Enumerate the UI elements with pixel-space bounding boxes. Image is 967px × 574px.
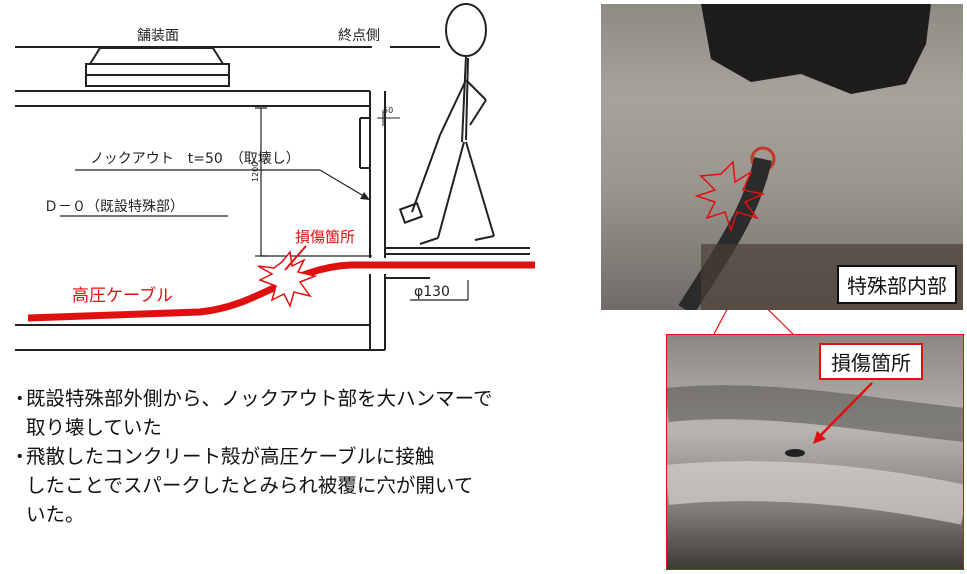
knockout-label: ノックアウト t=50 （取壊し） bbox=[90, 151, 300, 167]
photo-bottom-content bbox=[667, 382, 963, 525]
photo-top-label: 特殊部内部 bbox=[837, 265, 957, 304]
damage-location-label: 損傷箇所 bbox=[295, 228, 355, 246]
note-line: 飛散したコンクリート殻が高圧ケーブルに接触 bbox=[26, 445, 435, 468]
note-line: したことでスパークしたとみられ被覆に穴が開いて bbox=[26, 474, 474, 497]
dimension-small bbox=[377, 110, 400, 126]
cable-closeup-lower bbox=[667, 461, 963, 525]
damage-pointer-arrow bbox=[816, 382, 873, 440]
damage-hole bbox=[785, 449, 805, 457]
note-bullet: ・ bbox=[10, 387, 30, 410]
damage-burst-icon bbox=[257, 250, 318, 309]
note-line: 既設特殊部外側から、ノックアウト部を大ハンマーで bbox=[26, 387, 493, 410]
photo-bottom-label: 損傷箇所 bbox=[819, 343, 923, 380]
dimension-line bbox=[255, 107, 372, 257]
photo-special-section-interior: 特殊部内部 bbox=[601, 4, 963, 310]
notes-list: ・ 既設特殊部外側から、ノックアウト部を大ハンマーで 取り壊していた ・ 飛散し… bbox=[6, 384, 646, 529]
pipe-diameter-label: φ130 bbox=[414, 284, 450, 300]
note-item: ・ 飛散したコンクリート殻が高圧ケーブルに接触 したことでスパークしたとみられ被… bbox=[6, 442, 646, 529]
leader-lines bbox=[60, 169, 469, 301]
damage-pointer-arrow-head bbox=[813, 431, 826, 444]
structure bbox=[15, 46, 530, 351]
pavement-slab bbox=[85, 47, 230, 87]
note-item: ・ 既設特殊部外側から、ノックアウト部を大ハンマーで 取り壊していた bbox=[6, 384, 646, 442]
note-bullet: ・ bbox=[10, 445, 30, 468]
cable-closeup-upper bbox=[667, 385, 963, 442]
cable-label: 高圧ケーブル bbox=[72, 285, 173, 306]
cable-in-photo bbox=[678, 157, 772, 310]
dimension-small-text: 50 bbox=[383, 106, 393, 115]
pavement-label: 舗装面 bbox=[137, 28, 179, 44]
damage-arrow bbox=[284, 245, 307, 271]
endpoint-label: 終点側 bbox=[338, 28, 380, 44]
worker-figure bbox=[411, 3, 495, 245]
wall-opening bbox=[701, 4, 931, 94]
dimension-height: 1200 bbox=[251, 162, 260, 182]
burst-marker-icon bbox=[694, 160, 766, 233]
existing-section-label: Ｄ－０（既設特殊部） bbox=[44, 199, 184, 215]
leader-arrow-head bbox=[360, 192, 370, 200]
hammer-head-icon bbox=[398, 202, 424, 224]
note-line: いた。 bbox=[26, 503, 85, 526]
photo-damage-closeup: 損傷箇所 bbox=[666, 334, 964, 570]
note-line: 取り壊していた bbox=[26, 416, 162, 439]
